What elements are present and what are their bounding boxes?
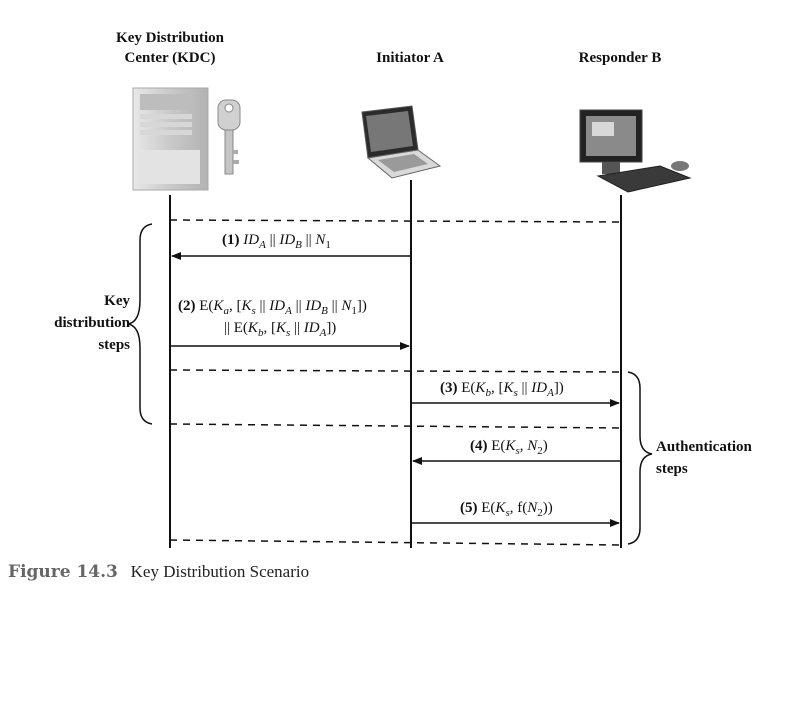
authentication-brace — [627, 371, 653, 545]
message-5-text: E(Ks, f(N2)) — [481, 500, 553, 519]
message-1-label: (1) IDA || IDB || N1 — [222, 232, 331, 251]
message-3-label: (3) E(Kb, [Ks || IDA]) — [440, 380, 564, 399]
key-distribution-steps-label: Key distribution steps — [30, 290, 130, 356]
phase-separators — [169, 219, 622, 546]
message-3-text: E(Kb, [Ks || IDA]) — [461, 380, 564, 399]
message-2-label: (2) E(Ka, [Ks || IDA || IDB || N1]) — [178, 298, 367, 317]
responder-header-text: Responder B — [578, 50, 662, 66]
message-2-number: (2) — [178, 298, 196, 314]
message-5-label: (5) E(Ks, f(N2)) — [460, 500, 553, 519]
message-2-text-line2: || E(Kb, [Ks || IDA]) — [224, 320, 337, 339]
figure-number: Figure 14.3 — [8, 562, 118, 582]
message-1-text: IDA || IDB || N1 — [243, 232, 331, 251]
server-icon — [132, 87, 209, 191]
message-3-number: (3) — [440, 380, 458, 396]
authentication-steps-label: Authentication steps — [656, 436, 786, 480]
responder-header: Responder B — [560, 48, 680, 68]
message-1-number: (1) — [222, 232, 240, 248]
message-5-number: (5) — [460, 500, 478, 516]
key-icon — [217, 99, 241, 175]
message-2-label-line2: || E(Kb, [Ks || IDA]) — [224, 320, 336, 339]
initiator-header: Initiator A — [355, 48, 465, 68]
message-4-label: (4) E(Ks, N2) — [470, 438, 548, 457]
message-2-text: E(Ka, [Ks || IDA || IDB || N1]) — [199, 298, 367, 317]
figure-caption: Figure 14.3 Key Distribution Scenario — [8, 562, 309, 582]
kdc-header-text: Key Distribution Center (KDC) — [116, 30, 224, 66]
message-4-text: E(Ks, N2) — [491, 438, 548, 457]
figure-title: Key Distribution Scenario — [130, 562, 310, 581]
desktop-icon — [579, 109, 692, 193]
laptop-icon — [361, 105, 442, 179]
initiator-header-text: Initiator A — [376, 50, 444, 66]
kdc-header: Key Distribution Center (KDC) — [95, 28, 245, 68]
message-4-number: (4) — [470, 438, 488, 454]
authentication-steps-text: Authentication steps — [656, 439, 752, 477]
key-distribution-steps-text: Key distribution steps — [54, 293, 130, 353]
key-distribution-brace — [127, 223, 153, 425]
